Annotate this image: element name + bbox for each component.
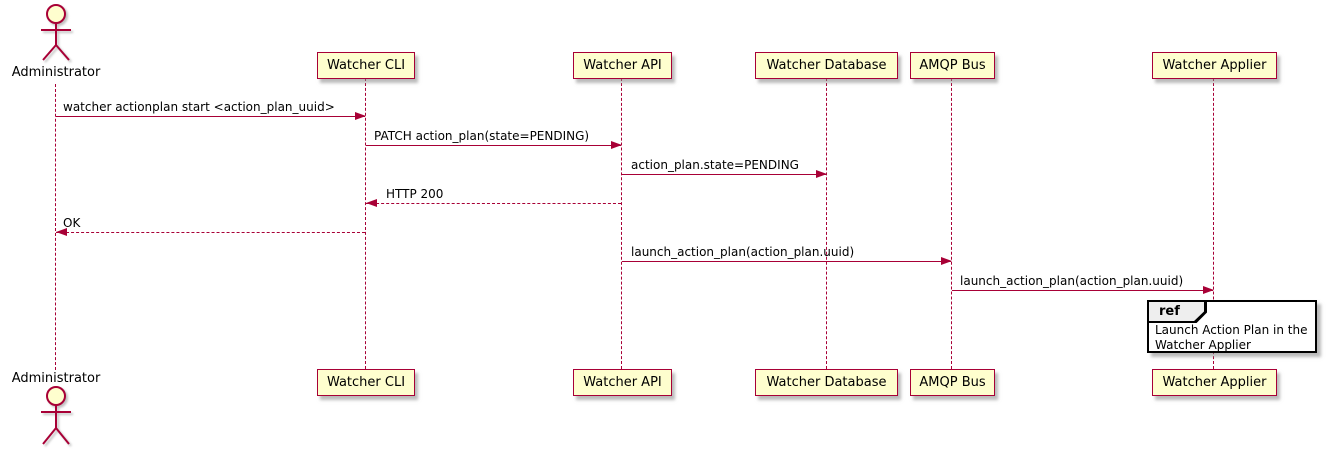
arrowhead-right-icon [355,112,366,120]
message-line [56,116,365,117]
participant-label: Watcher Database [766,375,887,390]
message-line [952,290,1213,291]
ref-text-line1: Launch Action Plan in the [1155,323,1308,337]
message-label: launch_action_plan(action_plan.uuid) [631,245,855,259]
lifeline-watcher-applier [1213,78,1214,369]
lifeline-amqp-bus [951,78,952,369]
participant-label: Watcher API [583,375,662,390]
ref-fragment: ref Launch Action Plan in the Watcher Ap… [1147,300,1317,353]
arrowhead-right-icon [941,257,952,265]
lifeline-watcher-database [826,78,827,369]
ref-text-line2: Watcher Applier [1155,338,1251,352]
participant-label: Watcher CLI [326,58,406,73]
arrowhead-right-icon [1203,286,1214,294]
message-line [622,261,951,262]
actor-label-bottom: Administrator [11,371,101,386]
message-line [366,203,621,204]
participant-watcher-applier-bottom: Watcher Applier [1152,369,1277,396]
message-line [366,145,621,146]
message-label: HTTP 200 [386,187,444,201]
participant-amqp-bus-bottom: AMQP Bus [910,369,995,396]
message-label: PATCH action_plan(state=PENDING) [374,129,590,143]
participant-label: Watcher API [583,58,662,73]
arrowhead-left-icon [366,199,377,207]
message-label: OK [63,216,81,230]
participant-watcher-database-top: Watcher Database [755,52,898,79]
message-line [56,232,365,233]
actor-icon [41,386,71,445]
participant-label: Watcher Applier [1162,375,1267,390]
participant-watcher-api-top: Watcher API [573,52,672,79]
participant-label: Watcher Applier [1162,58,1267,73]
participant-watcher-applier-top: Watcher Applier [1152,52,1277,79]
lifeline-watcher-api [621,78,622,369]
participant-watcher-database-bottom: Watcher Database [755,369,898,396]
participant-watcher-cli-top: Watcher CLI [317,52,415,79]
message-label: watcher actionplan start <action_plan_uu… [63,100,335,114]
actor-label-top: Administrator [11,65,101,80]
participant-label: Watcher Database [766,58,887,73]
message-label: launch_action_plan(action_plan.uuid) [960,274,1184,288]
actor-icon [41,4,71,61]
participant-label: Watcher CLI [326,375,406,390]
participant-label: AMQP Bus [919,375,986,390]
participant-watcher-api-bottom: Watcher API [573,369,672,396]
message-line [622,174,826,175]
participant-label: AMQP Bus [919,58,986,73]
message-label: action_plan.state=PENDING [631,158,799,172]
arrowhead-left-icon [56,228,67,236]
participant-watcher-cli-bottom: Watcher CLI [317,369,415,396]
participant-amqp-bus-top: AMQP Bus [910,52,995,79]
ref-keyword: ref [1149,302,1204,321]
lifeline-watcher-cli [365,78,366,369]
lifeline-administrator [55,84,56,370]
arrowhead-right-icon [816,170,827,178]
arrowhead-right-icon [611,141,622,149]
